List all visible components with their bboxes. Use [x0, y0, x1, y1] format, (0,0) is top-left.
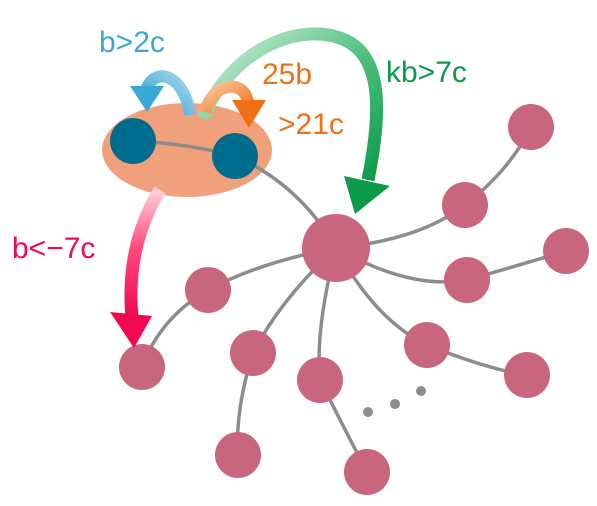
node: [508, 104, 554, 150]
node: [504, 352, 550, 398]
node: [119, 344, 165, 390]
node: [185, 267, 231, 313]
node: [215, 432, 261, 478]
label-blue: b>2c: [99, 26, 165, 59]
label-orange-bottom: >21c: [278, 108, 344, 141]
node: [344, 449, 390, 495]
pair-node-left: [110, 118, 156, 164]
label-green: kb>7c: [386, 56, 467, 89]
node: [404, 322, 450, 368]
label-orange-top: 25b: [262, 58, 312, 91]
continuation-dots: [363, 386, 426, 417]
node: [442, 182, 488, 228]
pair-node-right: [212, 133, 258, 179]
red-arrow: [110, 186, 166, 348]
node: [444, 257, 490, 303]
node: [230, 330, 276, 376]
pair-nodes: [110, 118, 258, 179]
nodes: [119, 104, 589, 495]
orange-arrow: [199, 80, 266, 128]
label-red: b<−7c: [12, 232, 95, 265]
green-arrow: [196, 27, 390, 214]
node: [297, 357, 343, 403]
blue-arrow: [130, 70, 196, 117]
hub-node: [302, 214, 370, 282]
node: [543, 228, 589, 274]
